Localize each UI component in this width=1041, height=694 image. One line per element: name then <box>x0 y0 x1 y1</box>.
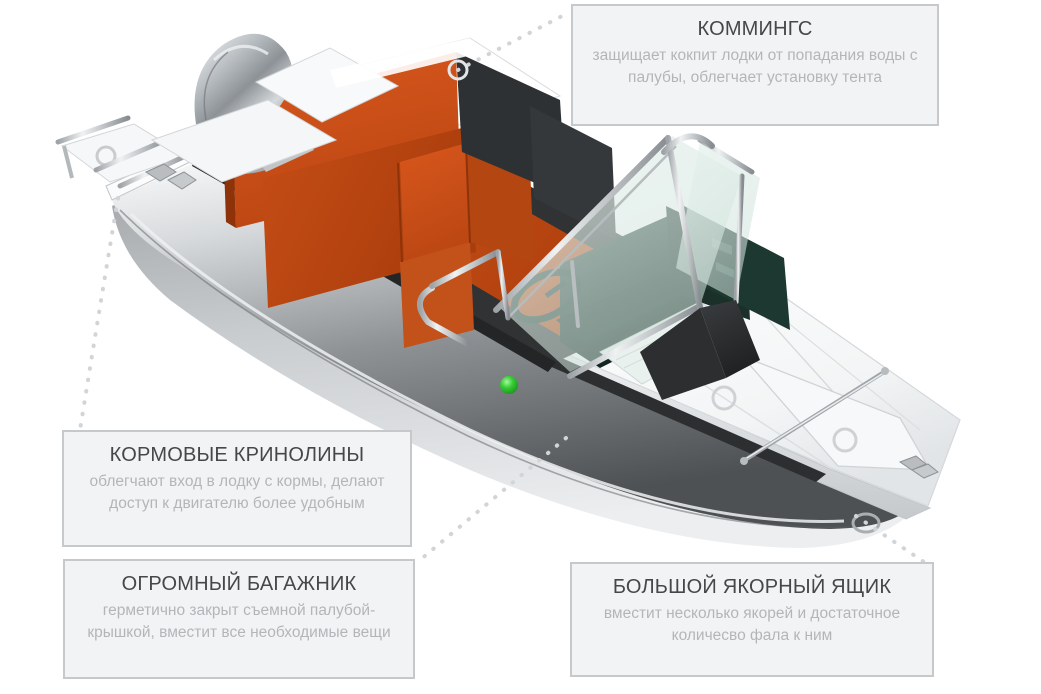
deck-ring-fwd <box>832 427 858 453</box>
deck-ring-aft <box>711 385 737 411</box>
callout-title: БОЛЬШОЙ ЯКОРНЫЙ ЯЩИК <box>612 576 892 598</box>
callout-title: КОММИНГС <box>697 18 813 40</box>
navigation-light <box>500 376 518 394</box>
callout-storage-locker: ОГРОМНЫЙ БАГАЖНИК герметично закрыт съем… <box>63 559 415 679</box>
callout-body: герметично закрыт съемной палубой-крышко… <box>87 602 391 641</box>
callout-body: вместит несколько якорей и достаточное к… <box>603 605 901 644</box>
callout-body: облегчают вход в лодку с кормы, делают д… <box>89 473 385 512</box>
windshield <box>493 133 760 400</box>
callout-title: ОГРОМНЫЙ БАГАЖНИК <box>121 573 357 595</box>
callout-anchor-locker: БОЛЬШОЙ ЯКОРНЫЙ ЯЩИК вместит несколько я… <box>570 562 934 677</box>
callout-cockpit-coaming: КОММИНГС защищает кокпит лодки от попада… <box>571 4 939 126</box>
cockpit-grab-rail <box>417 249 580 347</box>
callout-stern-platforms: КОРМОВЫЕ КРИНОЛИНЫ облегчают вход в лодк… <box>62 430 412 547</box>
callout-body: защищает кокпит лодки от попадания воды … <box>592 47 918 86</box>
callout-title: КОРМОВЫЕ КРИНОЛИНЫ <box>109 444 365 466</box>
